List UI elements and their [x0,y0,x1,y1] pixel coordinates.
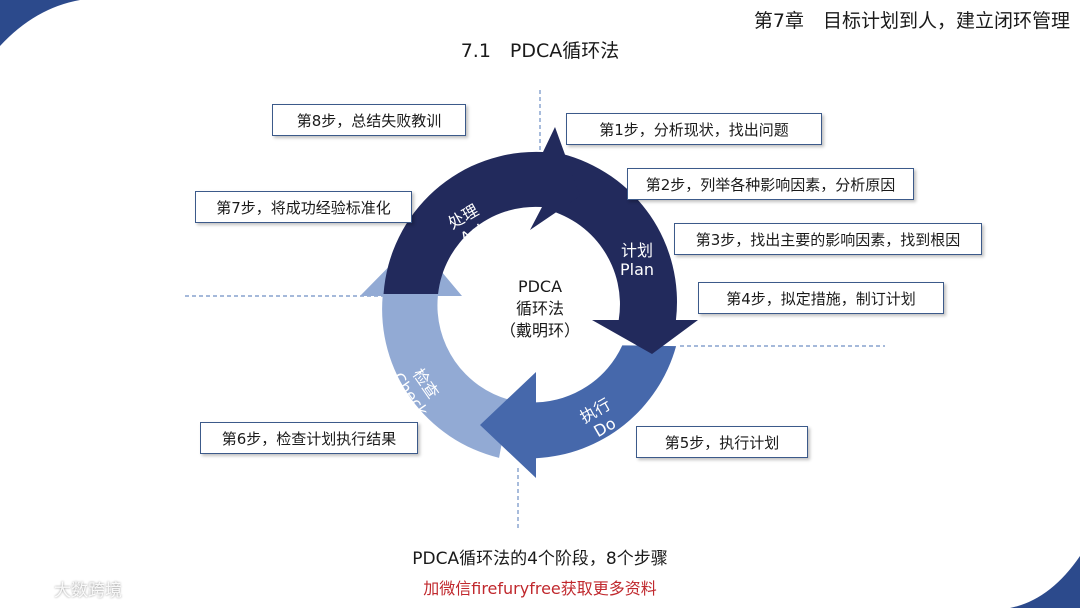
check-arc [360,240,510,458]
step-3-box: 第3步，找出主要的影响因素，找到根因 [674,223,982,255]
diagram-caption: PDCA循环法的4个阶段，8个步骤 [412,549,668,569]
section-title: 7.1 PDCA循环法 [460,40,620,62]
watermark-logo-icon [15,581,49,596]
corner-decoration-top-left [0,0,80,46]
plan-label: 计划 Plan [619,241,655,279]
watermark-text: 大数跨境 [54,581,122,601]
step-2-box: 第2步，列举各种影响因素，分析原因 [627,168,914,200]
step-6-box: 第6步，检查计划执行结果 [200,422,418,454]
watermark: 大数跨境 [14,576,122,601]
step-5-box: 第5步，执行计划 [636,426,808,458]
step-4-box: 第4步，拟定措施，制订计划 [698,282,944,314]
step-8-box: 第8步，总结失败教训 [272,104,466,136]
step-1-box: 第1步，分析现状，找出问题 [566,113,822,145]
step-7-box: 第7步，将成功经验标准化 [195,191,412,223]
cycle-center-label: PDCA 循环法 （戴明环） [499,277,580,340]
corner-decoration-bottom-right [1010,556,1080,608]
chapter-title: 第7章 目标计划到人，建立闭环管理 [753,10,1070,32]
plan-arc [542,153,698,354]
promo-text: 加微信firefuryfree获取更多资料 [423,579,657,598]
do-arc [480,345,677,478]
act-arc [383,127,580,294]
